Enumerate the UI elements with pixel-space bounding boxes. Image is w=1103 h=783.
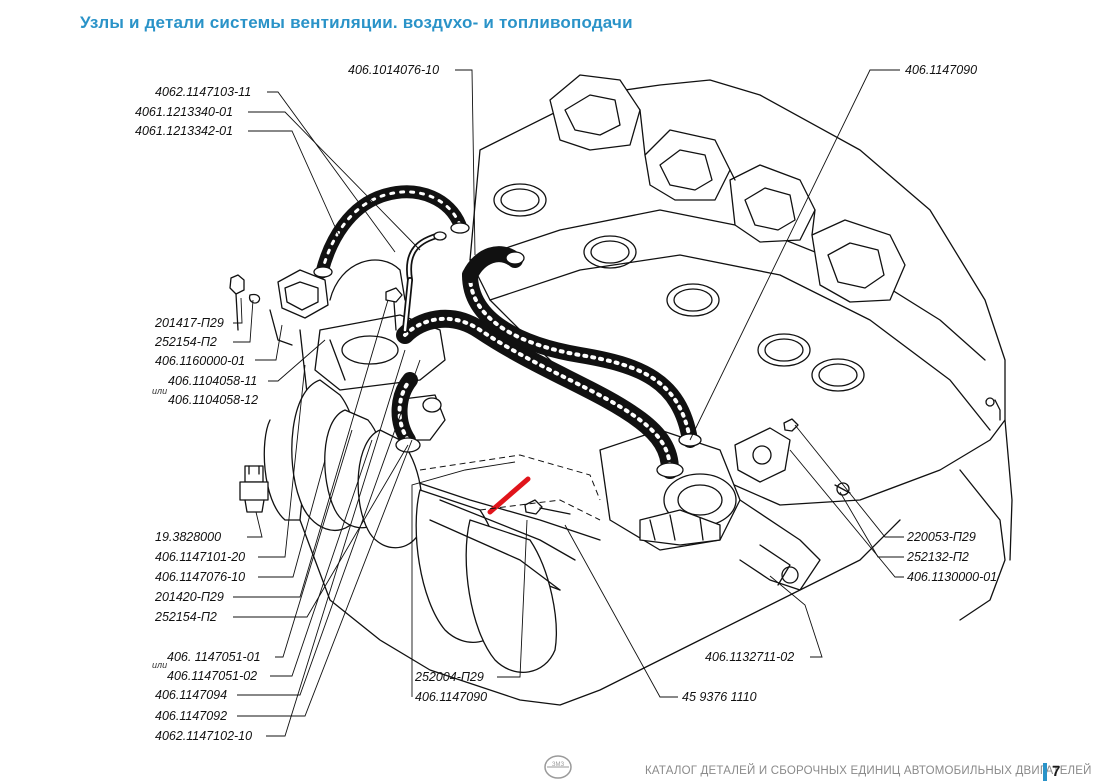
label-or-2: или (152, 660, 167, 670)
label-406-1130000-01: 406.1130000-01 (907, 570, 997, 584)
manifold-flanges (549, 74, 906, 303)
temperature-sensor (239, 465, 269, 513)
label-252004-p29: 252004-П29 (414, 670, 484, 684)
page-title: Узлы и детали системы вентиляции. воздvх… (80, 13, 633, 32)
bolts (229, 274, 799, 515)
label-406-1147094: 406.1147094 (155, 688, 227, 702)
label-252154-p2-b: 252154-П2 (154, 610, 217, 624)
label-201420-p29: 201420-П29 (154, 590, 224, 604)
label-406-1147092: 406.1147092 (155, 709, 227, 723)
spark-plug-wells (493, 183, 865, 392)
label-406-1147051-02: 406.1147051-02 (167, 669, 257, 683)
label-252132-p2: 252132-П2 (906, 550, 969, 564)
page-number: 7 (1052, 763, 1061, 780)
label-220053-p29: 220053-П29 (906, 530, 976, 544)
zmz-logo: ЗМЗ (544, 755, 572, 779)
fuel-pressure-regulator (269, 269, 329, 346)
label-or-1: или (152, 386, 167, 396)
label-406-1147076-10: 406.1147076-10 (155, 570, 245, 584)
label-406-1147051-01: 406. 1147051-01 (167, 650, 261, 664)
label-406-1104058-11: 406.1104058-11 (168, 374, 257, 388)
label-45-9376-1110: 45 9376 1110 (682, 690, 757, 704)
part-labels: 4062.1147103-11 4061.1213340-01 4061.121… (135, 63, 997, 743)
footer-accent-bar (1043, 763, 1047, 781)
label-4061-1213342-01: 4061.1213342-01 (135, 124, 233, 138)
highlight-red-line (487, 476, 531, 515)
leader-lines (233, 69, 904, 737)
label-406-1147101-20: 406.1147101-20 (155, 550, 245, 564)
zmz-logo-text: ЗМЗ (552, 762, 565, 768)
idle-air-motor (639, 427, 791, 546)
engine-drawing (229, 74, 1013, 706)
label-252154-p2-a: 252154-П2 (154, 335, 217, 349)
label-201417-p29: 201417-П29 (154, 316, 224, 330)
label-4062-1147102-10: 4062.1147102-10 (155, 729, 252, 743)
label-4062-1147103-11: 4062.1147103-11 (155, 85, 251, 99)
label-4061-1213340-01: 4061.1213340-01 (135, 105, 233, 119)
label-406-1160000-01: 406.1160000-01 (155, 354, 245, 368)
label-406-1147090-bottom: 406.1147090 (415, 690, 487, 704)
hidden-lines (419, 454, 601, 521)
hose-clamps (313, 222, 702, 478)
label-406-1132711-02: 406.1132711-02 (705, 650, 794, 664)
label-19-3828000: 19.3828000 (155, 530, 221, 544)
label-406-1147090-top: 406.1147090 (905, 63, 977, 77)
label-406-1104058-12: 406.1104058-12 (168, 393, 258, 407)
label-406-1014076-10: 406.1014076-10 (348, 63, 439, 77)
footer-catalog-text: КАТАЛОГ ДЕТАЛЕЙ И СБОРОЧНЫХ ЕДИНИЦ АВТОМ… (645, 765, 1092, 777)
intake-manifold (263, 379, 576, 673)
